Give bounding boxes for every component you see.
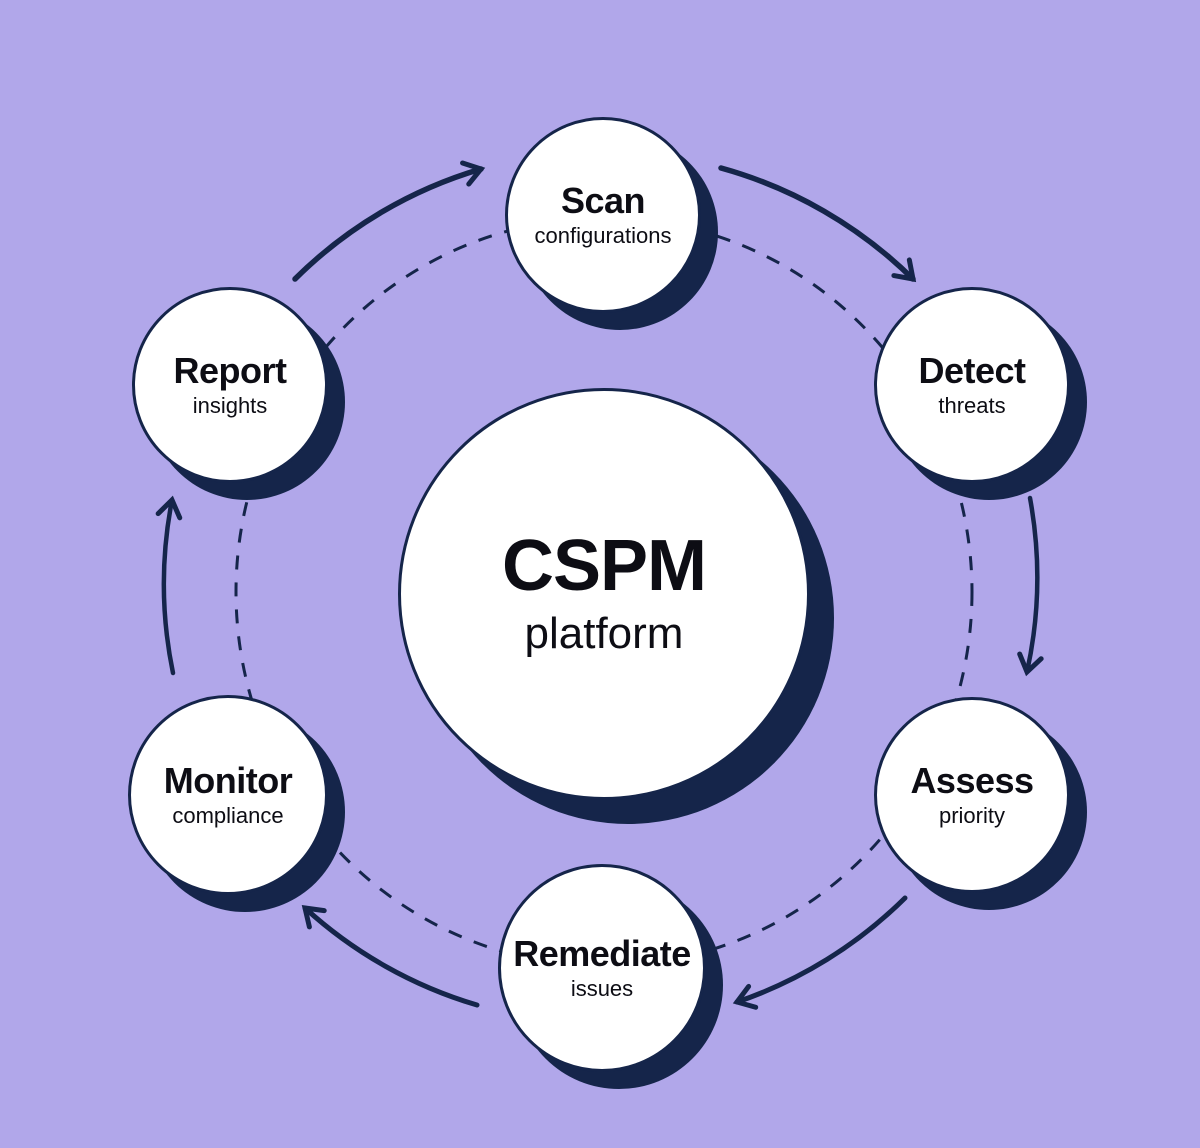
node-title: Remediate [513,933,691,974]
arrow-scan-to-detect [718,165,917,283]
node-subtitle: priority [938,802,1005,828]
arrow-monitor-to-report [155,495,183,676]
center-node-subtitle: platform [524,608,684,658]
node-title: Assess [910,760,1034,801]
node-subtitle: configurations [534,222,672,248]
arrow-remediate-to-monitor [301,905,480,1008]
node-assess: Assess priority [874,697,1070,893]
center-node-cspm-platform: CSPM platform [398,388,810,800]
node-monitor: Monitor compliance [128,695,328,895]
node-subtitle: threats [938,392,1006,418]
node-remediate: Remediate issues [498,864,706,1072]
node-subtitle: insights [192,392,268,418]
arrow-detect-to-assess [1017,495,1044,677]
node-subtitle: issues [570,975,634,1001]
node-title: Scan [560,180,646,221]
arrow-assess-to-remediate [732,895,908,1010]
dashed-cycle-ring [234,216,974,968]
node-title: Detect [918,350,1026,391]
node-title: Report [173,350,288,391]
node-report: Report insights [132,287,328,483]
center-node-title: CSPM [501,525,707,606]
arrow-report-to-scan [292,160,486,282]
node-scan: Scan configurations [505,117,701,313]
node-title: Monitor [163,760,293,801]
node-detect: Detect threats [874,287,1070,483]
node-subtitle: compliance [172,802,284,828]
